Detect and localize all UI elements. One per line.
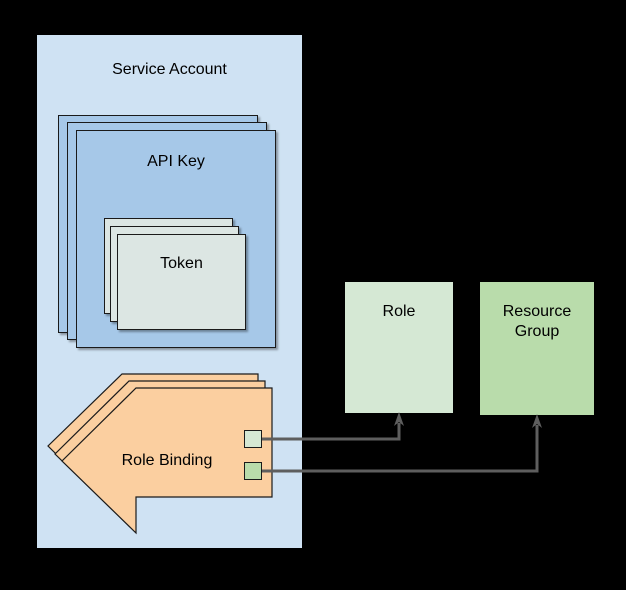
- role-binding-role-port[interactable]: [244, 430, 262, 448]
- connector-role-binding-to-resource-group: [262, 425, 539, 473]
- resource-group-box[interactable]: [480, 282, 594, 415]
- role-box[interactable]: [345, 282, 453, 413]
- token-card-front[interactable]: [117, 234, 246, 330]
- connector-role-arrowhead: [394, 412, 404, 426]
- role-binding-resource-group-port[interactable]: [244, 462, 262, 480]
- connector-resource-group-arrowhead: [532, 414, 542, 428]
